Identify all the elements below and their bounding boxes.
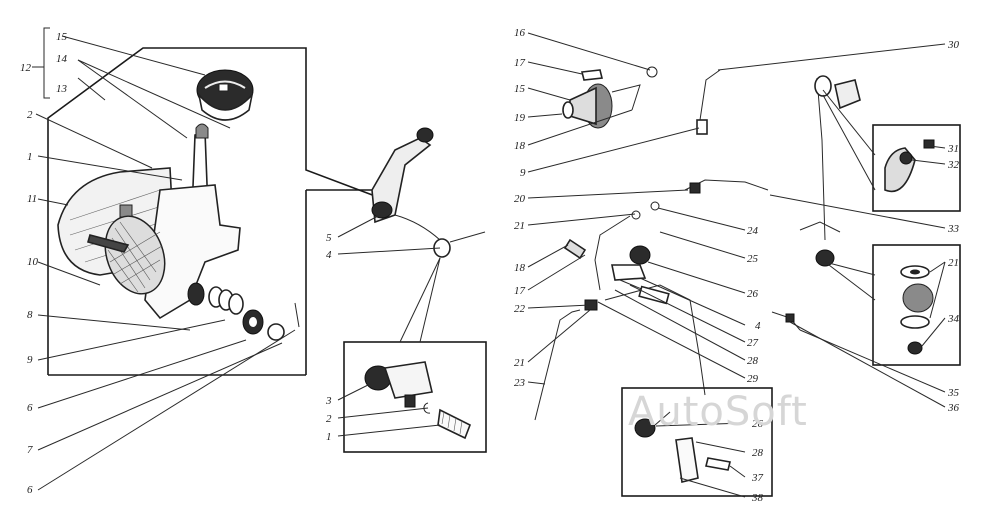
callout-label: 11	[27, 193, 37, 205]
callout-label: 26	[747, 288, 759, 300]
reflector-part	[87, 215, 166, 295]
knob-part	[196, 69, 254, 121]
callout-label: 35	[947, 387, 960, 399]
callout-label: 2	[27, 109, 33, 121]
callout-label: 24	[747, 225, 759, 237]
callout-label: 23	[514, 377, 526, 389]
callout-label: 18	[514, 262, 526, 274]
callout-label: 5	[326, 232, 332, 244]
joint-detail-box	[872, 244, 961, 366]
callout-label: 8	[27, 309, 33, 321]
callout-label: 12	[20, 62, 32, 74]
callout-label: 16	[514, 27, 526, 39]
callout-label: 19	[514, 112, 526, 124]
callout-label: 27	[747, 337, 759, 349]
callout-label: 31	[947, 143, 959, 155]
callout-label: 30	[947, 39, 960, 51]
callout-label: 15	[56, 31, 68, 43]
callout-label: 4	[326, 249, 332, 261]
callout-label: 17	[514, 285, 526, 297]
callout-label: 17	[514, 57, 526, 69]
middle-leaders	[337, 214, 441, 437]
callout-label: 28	[747, 355, 759, 367]
callout-label: 36	[947, 402, 960, 414]
callout-label: 21	[514, 220, 525, 232]
callout-label: 13	[56, 83, 68, 95]
callout-label: 21	[514, 357, 525, 369]
callout-label: 2	[326, 413, 332, 425]
callout-label: 6	[27, 484, 33, 496]
callout-label: 26	[752, 418, 764, 430]
callout-label: 15	[514, 83, 526, 95]
pedal-detail-box	[621, 387, 773, 497]
bushing-detail-box	[872, 124, 961, 212]
callout-label: 29	[747, 373, 759, 385]
callout-label: 4	[755, 320, 761, 332]
left-assembly: 15 14 12 13 2 1 11 10 8 9 6 7 6	[20, 27, 376, 496]
callout-label: 32	[947, 159, 960, 171]
callout-label: 28	[752, 447, 764, 459]
callout-label: 38	[751, 492, 764, 504]
callout-label: 21	[948, 257, 959, 269]
callout-label: 7	[27, 444, 33, 456]
callout-label: 6	[27, 402, 33, 414]
callout-label: 34	[947, 313, 960, 325]
callout-label: 1	[326, 431, 332, 443]
spring-part	[187, 282, 300, 341]
right-leaders	[527, 32, 946, 498]
callout-label: 1	[27, 151, 33, 163]
left-leaders	[35, 35, 296, 491]
callout-label: 33	[947, 223, 960, 235]
left-frame	[47, 47, 376, 375]
callout-label: 25	[747, 253, 759, 265]
callout-label: 37	[751, 472, 764, 484]
callout-label: 9	[520, 167, 526, 179]
valve-part	[562, 66, 658, 129]
middle-assembly: 5 4 3 2 1	[325, 127, 487, 453]
callout-label: 18	[514, 140, 526, 152]
watermark-text: AutoSoft	[628, 389, 808, 435]
callout-label: 20	[514, 193, 526, 205]
callout-label: 3	[325, 395, 332, 407]
callout-label: 22	[514, 303, 526, 315]
callout-label: 9	[27, 354, 33, 366]
right-assembly: 16 17 15 19 18 9 20 21 18 17 22 21 23 24…	[514, 27, 961, 504]
callout-label: 14	[56, 53, 68, 65]
callout-label: 10	[27, 256, 39, 268]
